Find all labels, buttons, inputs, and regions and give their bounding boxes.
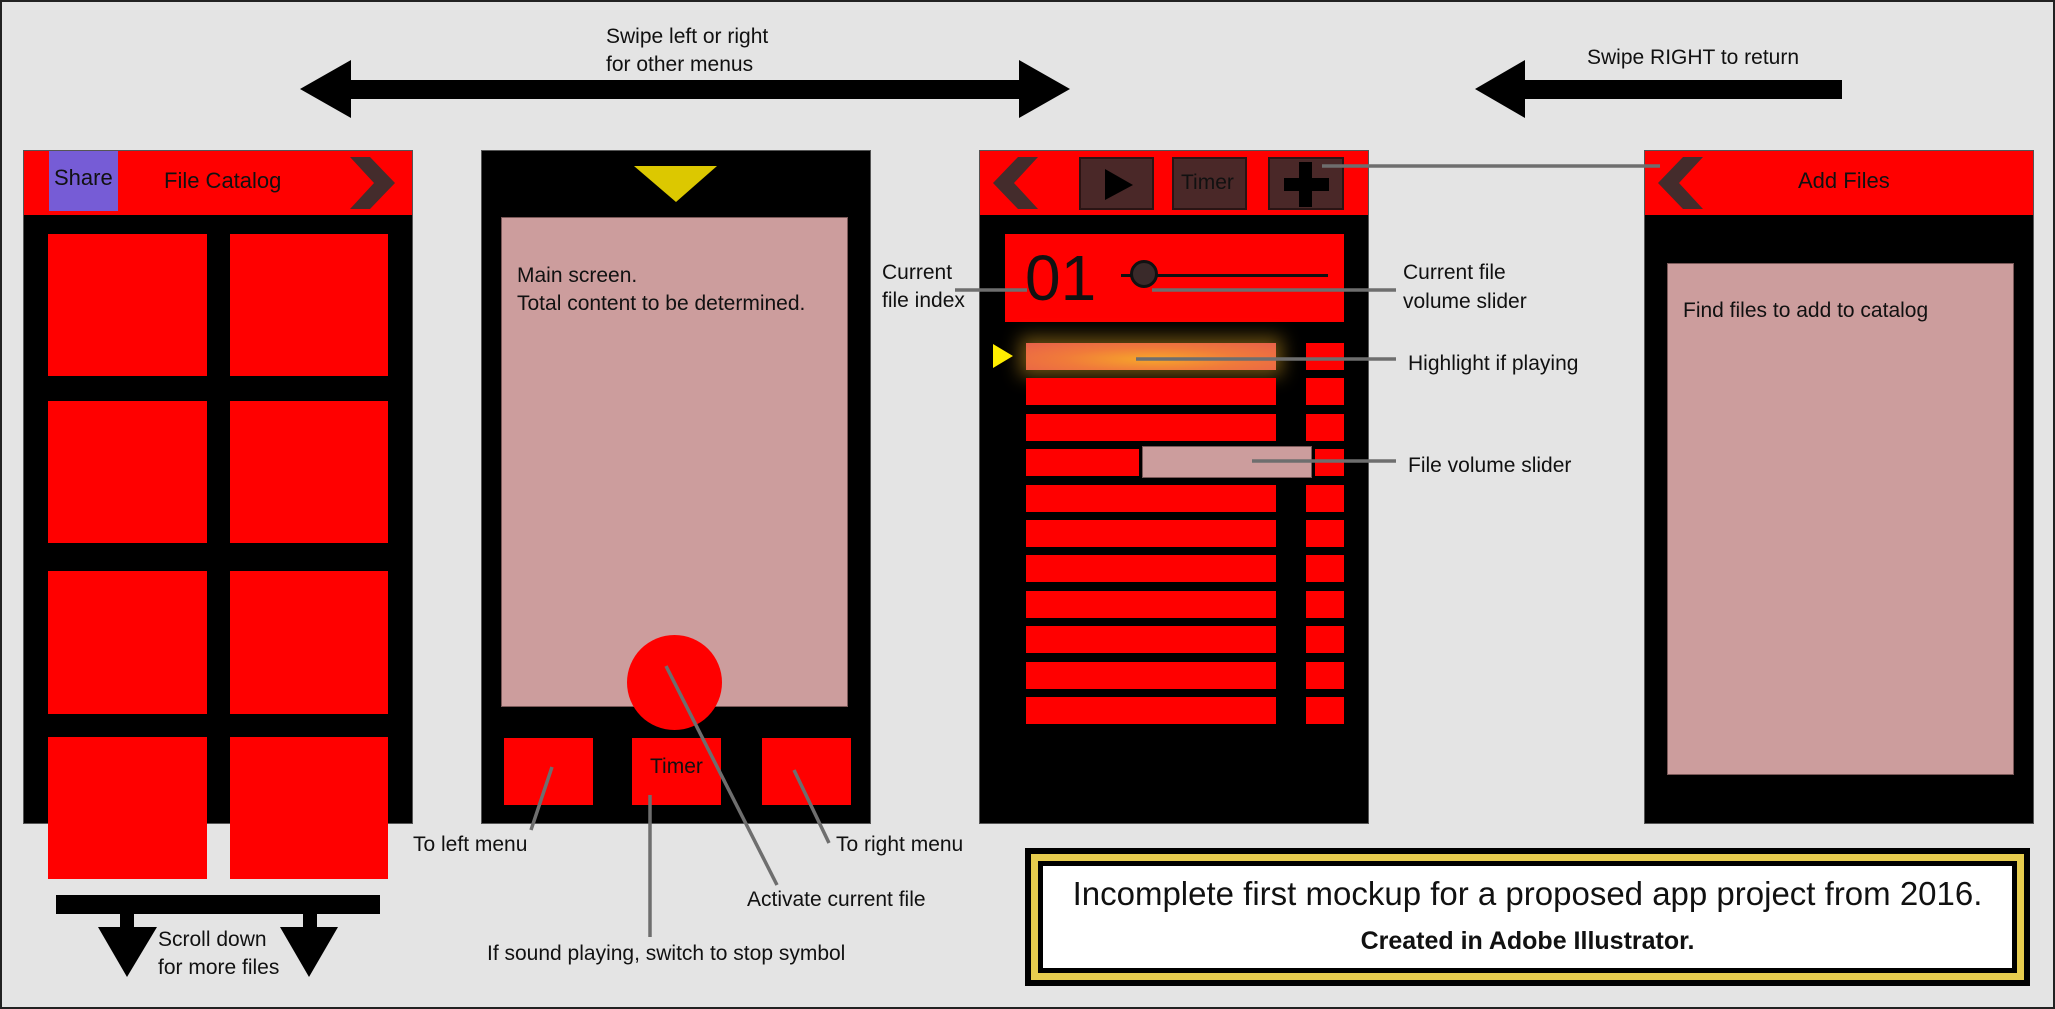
file-row-bar[interactable] xyxy=(1026,626,1276,653)
swipe-both-label-1: Swipe left or right xyxy=(606,25,769,48)
file-row-bar[interactable] xyxy=(1026,485,1276,512)
play-button[interactable] xyxy=(1079,157,1154,210)
current-volume-slider-knob[interactable] xyxy=(1130,260,1158,288)
file-row-option[interactable] xyxy=(1306,414,1344,441)
play-icon xyxy=(1105,169,1133,200)
current-file-index: 01 xyxy=(1025,242,1097,314)
note-content: Incomplete first mockup for a proposed a… xyxy=(1043,866,2012,968)
file-row-option[interactable] xyxy=(1306,378,1344,405)
index-annotation-2: file index xyxy=(882,289,965,312)
file-tile[interactable] xyxy=(230,737,388,879)
note-box: Incomplete first mockup for a proposed a… xyxy=(1025,848,2030,986)
add-files-content-text: Find files to add to catalog xyxy=(1683,299,1929,322)
file-catalog-header: Share File Catalog xyxy=(24,151,412,215)
add-files-title: Add Files xyxy=(1798,168,1890,193)
right-menu-annotation: To right menu xyxy=(836,833,964,856)
timer-button-label: Timer xyxy=(650,755,703,778)
share-button[interactable]: Share xyxy=(49,151,118,211)
note-line-2: Created in Adobe Illustrator. xyxy=(1360,927,1695,955)
index-annotation-1: Current xyxy=(882,261,953,284)
plus-icon xyxy=(1284,162,1329,207)
file-volume-annotation: File volume slider xyxy=(1408,454,1572,477)
add-files-header: Add Files xyxy=(1645,151,2033,215)
player-timer-button[interactable]: Timer xyxy=(1172,157,1247,210)
chevron-right-icon[interactable] xyxy=(350,157,396,210)
main-content-line-1: Main screen. xyxy=(517,264,638,287)
file-row-option[interactable] xyxy=(1306,555,1344,582)
file-tile[interactable] xyxy=(48,234,207,376)
triangle-down-icon[interactable] xyxy=(634,166,718,203)
swipe-both-label-2: for other menus xyxy=(606,53,754,76)
file-row-option[interactable] xyxy=(1306,591,1344,618)
scroll-hint-label-2: for more files xyxy=(158,956,280,979)
file-row-bar[interactable] xyxy=(1026,449,1139,476)
file-tile[interactable] xyxy=(48,401,207,543)
file-catalog-title: File Catalog xyxy=(164,168,282,193)
file-row-option[interactable] xyxy=(1306,485,1344,512)
file-tile[interactable] xyxy=(48,737,207,879)
note-line-1: Incomplete first mockup for a proposed a… xyxy=(1072,875,1983,912)
file-volume-slider[interactable] xyxy=(1142,446,1312,478)
file-tile[interactable] xyxy=(48,571,207,714)
add-files-content-area: Find files to add to catalog xyxy=(1667,263,2014,775)
file-tile[interactable] xyxy=(230,234,388,376)
file-row-option[interactable] xyxy=(1306,520,1344,547)
player-screen: Timer 01 xyxy=(979,150,1369,824)
file-row-option[interactable] xyxy=(1315,449,1344,476)
to-left-menu-button[interactable] xyxy=(504,738,593,805)
main-content-area: Main screen. Total content to be determi… xyxy=(501,217,848,707)
to-right-menu-button[interactable] xyxy=(762,738,851,805)
share-button-label: Share xyxy=(54,165,113,190)
add-files-screen: Add Files Find files to add to catalog xyxy=(1644,150,2034,824)
timer-annotation: If sound playing, switch to stop symbol xyxy=(487,942,846,965)
file-row-option[interactable] xyxy=(1306,343,1344,370)
activate-file-circle-button[interactable] xyxy=(627,635,722,730)
highlight-annotation: Highlight if playing xyxy=(1408,352,1579,375)
file-row-option[interactable] xyxy=(1306,697,1344,724)
file-row-bar[interactable] xyxy=(1026,414,1276,441)
file-row-option[interactable] xyxy=(1306,626,1344,653)
main-content-line-2: Total content to be determined. xyxy=(517,292,806,315)
timer-button[interactable]: Timer xyxy=(632,738,721,805)
swipe-return-label: Swipe RIGHT to return xyxy=(1587,46,1800,69)
file-row-bar[interactable] xyxy=(1026,591,1276,618)
current-volume-slider-track[interactable] xyxy=(1121,274,1328,277)
file-row-bar[interactable] xyxy=(1026,555,1276,582)
add-files-button[interactable] xyxy=(1268,157,1344,210)
current-file-box: 01 xyxy=(1005,234,1344,322)
file-row-option[interactable] xyxy=(1306,662,1344,689)
activate-annotation: Activate current file xyxy=(747,888,926,911)
file-row-bar[interactable] xyxy=(1026,378,1276,405)
file-row-bar-playing[interactable] xyxy=(1026,343,1276,370)
player-timer-label: Timer xyxy=(1181,171,1234,194)
file-tile[interactable] xyxy=(230,571,388,714)
file-row-bar[interactable] xyxy=(1026,520,1276,547)
main-screen: Main screen. Total content to be determi… xyxy=(481,150,871,824)
file-row-bar[interactable] xyxy=(1026,697,1276,724)
chevron-left-icon[interactable] xyxy=(993,157,1039,210)
left-menu-annotation: To left menu xyxy=(413,833,528,856)
now-playing-indicator-icon xyxy=(993,344,1013,368)
volume-annotation-1: Current file xyxy=(1403,261,1506,284)
volume-annotation-2: volume slider xyxy=(1403,290,1527,313)
chevron-left-icon[interactable] xyxy=(1658,157,1704,210)
file-row-bar[interactable] xyxy=(1026,662,1276,689)
scroll-hint-label-1: Scroll down xyxy=(158,928,267,951)
player-header: Timer xyxy=(980,151,1368,215)
file-tile[interactable] xyxy=(230,401,388,543)
